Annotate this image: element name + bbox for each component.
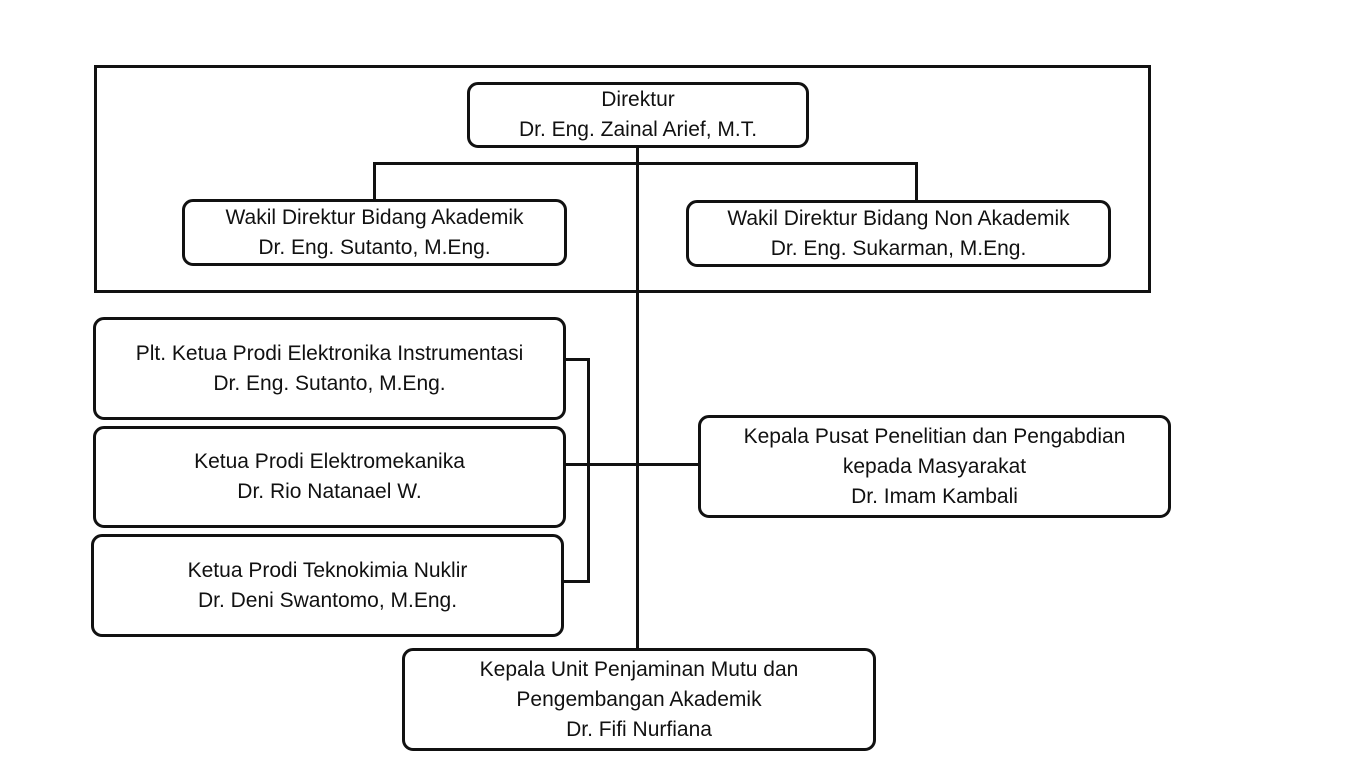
node-title: Plt. Ketua Prodi Elektronika Instrumenta… <box>135 341 524 365</box>
node-title-line2: kepada Masyarakat <box>842 454 1027 478</box>
node-title: Wakil Direktur Bidang Non Akademik <box>727 206 1070 230</box>
node-person-name: Dr. Fifi Nurfiana <box>566 717 712 741</box>
node-title: Wakil Direktur Bidang Akademik <box>225 205 524 229</box>
node-person-name: Dr. Eng. Zainal Arief, M.T. <box>518 118 758 141</box>
leadership-group-frame <box>94 65 1151 293</box>
connector-prodi-elins-stub <box>564 358 590 361</box>
connector-wadir-akademik-drop <box>373 162 376 201</box>
node-prodi-elektromekanika: Ketua Prodi Elektromekanika Dr. Rio Nata… <box>93 426 566 528</box>
node-title: Direktur <box>601 88 675 111</box>
node-direktur: Direktur Dr. Eng. Zainal Arief, M.T. <box>467 82 809 148</box>
connector-prodi-tkn-stub <box>562 580 590 583</box>
node-title-line1: Kepala Unit Penjaminan Mutu dan <box>479 657 799 681</box>
node-person-name: Dr. Imam Kambali <box>851 484 1018 508</box>
node-title: Ketua Prodi Teknokimia Nuklir <box>187 558 468 582</box>
node-person-name: Dr. Rio Natanael W. <box>237 480 422 503</box>
connector-elmek-p3m-horizontal <box>564 463 700 466</box>
node-title-line1: Kepala Pusat Penelitian dan Pengabdian <box>743 424 1126 448</box>
node-person-name: Dr. Eng. Sutanto, M.Eng. <box>258 235 491 259</box>
node-title-line2: Pengembangan Akademik <box>516 687 762 711</box>
node-prodi-teknokimia-nuklir: Ketua Prodi Teknokimia Nuklir Dr. Deni S… <box>91 534 564 637</box>
connector-prodi-bracket-vertical <box>587 358 590 583</box>
node-person-name: Dr. Eng. Sukarman, M.Eng. <box>770 236 1027 260</box>
connector-wadir-horizontal <box>373 162 918 165</box>
node-p3m: Kepala Pusat Penelitian dan Pengabdian k… <box>698 415 1171 518</box>
node-prodi-elektronika-instrumentasi: Plt. Ketua Prodi Elektronika Instrumenta… <box>93 317 566 420</box>
connector-wadir-non-akademik-drop <box>915 162 918 202</box>
node-person-name: Dr. Eng. Sutanto, M.Eng. <box>213 371 446 395</box>
node-title: Ketua Prodi Elektromekanika <box>194 450 465 473</box>
node-upm: Kepala Unit Penjaminan Mutu dan Pengemba… <box>402 648 876 751</box>
node-wadir-non-akademik: Wakil Direktur Bidang Non Akademik Dr. E… <box>686 200 1111 267</box>
connector-main-vertical <box>636 146 639 651</box>
node-person-name: Dr. Deni Swantomo, M.Eng. <box>197 588 458 612</box>
node-wadir-akademik: Wakil Direktur Bidang Akademik Dr. Eng. … <box>182 199 567 266</box>
